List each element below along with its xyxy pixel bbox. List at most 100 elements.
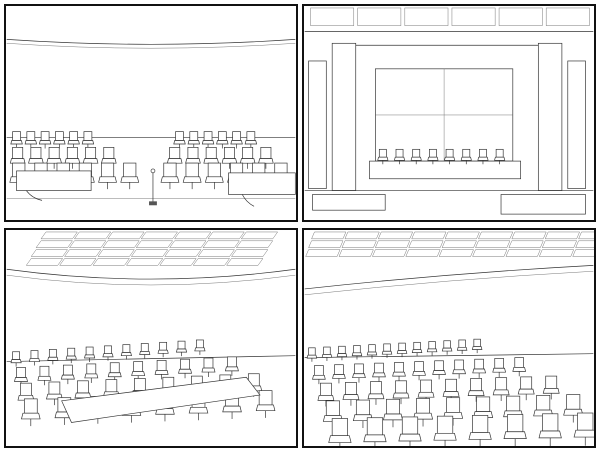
ceiling-coffer bbox=[544, 231, 580, 240]
ceiling-coffer bbox=[69, 240, 107, 248]
chair-seat bbox=[185, 158, 201, 164]
ceiling-coffer bbox=[408, 240, 444, 248]
ceiling-coffer bbox=[107, 231, 145, 240]
chair-seat bbox=[351, 352, 363, 357]
chair-seat bbox=[84, 354, 96, 359]
chair-seat bbox=[382, 413, 404, 421]
chair-seat bbox=[67, 140, 80, 145]
chair-seat bbox=[427, 156, 439, 161]
chair-seat bbox=[188, 406, 209, 414]
ceiling-coffer bbox=[444, 231, 480, 240]
chair-back bbox=[109, 362, 120, 374]
chair-seat bbox=[47, 356, 59, 361]
chair-back bbox=[232, 131, 241, 141]
chair-back bbox=[320, 382, 332, 396]
chair-back bbox=[445, 378, 457, 392]
chair-back bbox=[378, 148, 387, 158]
chair-back bbox=[16, 367, 26, 378]
ceiling-coffer bbox=[235, 240, 274, 248]
ceiling-curve-inner bbox=[6, 274, 296, 286]
chair-back bbox=[69, 131, 78, 141]
chair-seat bbox=[517, 388, 535, 395]
panel-auditorium-front bbox=[4, 4, 298, 222]
ceiling-coffer bbox=[541, 240, 578, 248]
chair-back bbox=[398, 342, 406, 351]
chair-back bbox=[159, 341, 168, 351]
chair-back bbox=[40, 131, 50, 141]
chair-seat bbox=[204, 176, 224, 183]
chair-back bbox=[55, 131, 64, 141]
chair-seat bbox=[160, 176, 180, 183]
chair-back bbox=[134, 378, 146, 391]
ceiling-coffer bbox=[305, 249, 341, 257]
chair-seat bbox=[467, 390, 485, 396]
ceiling-coffer bbox=[478, 231, 514, 240]
chair-seat bbox=[239, 158, 256, 164]
chair-back bbox=[495, 148, 504, 158]
chair-seat bbox=[456, 346, 468, 351]
chair-seat bbox=[471, 346, 483, 350]
chair-seat bbox=[60, 374, 75, 380]
ceiling-coffer bbox=[405, 249, 441, 257]
chair-back bbox=[205, 147, 217, 159]
chair-back bbox=[63, 364, 73, 376]
chair-back bbox=[48, 381, 61, 395]
chair-seat bbox=[9, 158, 26, 164]
chair-seat bbox=[317, 395, 335, 401]
ceiling-coffer bbox=[130, 249, 169, 257]
chair-seat bbox=[258, 158, 274, 164]
chair-back bbox=[12, 351, 20, 360]
auditorium-front-drawing bbox=[6, 39, 296, 207]
ceiling-panel bbox=[451, 7, 496, 26]
ceiling-coffer bbox=[102, 240, 140, 248]
chair-seat bbox=[38, 140, 52, 145]
chair-back bbox=[67, 347, 76, 357]
chair-back bbox=[122, 344, 131, 353]
chair-back bbox=[207, 162, 221, 178]
chair-seat bbox=[336, 353, 348, 357]
chair-seat bbox=[37, 375, 52, 381]
ceiling-coffer bbox=[25, 258, 64, 266]
ceiling-panel bbox=[357, 7, 402, 26]
presidium-chairs bbox=[377, 148, 506, 165]
ceiling-coffer bbox=[505, 249, 541, 257]
chair-seat bbox=[573, 429, 594, 438]
presidium-table bbox=[369, 160, 522, 180]
chair-seat bbox=[166, 158, 183, 164]
chair-seat bbox=[120, 352, 132, 357]
front-desk-left bbox=[312, 194, 386, 211]
chair-seat bbox=[542, 388, 560, 394]
ceiling-panel bbox=[310, 7, 355, 26]
chair-back bbox=[476, 396, 491, 412]
chair-back bbox=[495, 377, 508, 391]
chair-back bbox=[429, 148, 437, 158]
chair-back bbox=[434, 360, 444, 371]
chair-seat bbox=[201, 140, 215, 145]
coffered-ceiling bbox=[305, 231, 594, 257]
ceiling-coffer bbox=[164, 249, 202, 257]
ceiling-curve-inner bbox=[6, 43, 296, 49]
chair-back bbox=[368, 344, 376, 353]
chair-back bbox=[218, 131, 227, 141]
chair-seat bbox=[306, 354, 318, 359]
panel-stage bbox=[302, 4, 596, 222]
chair-seat bbox=[396, 350, 408, 354]
left-wall-panel bbox=[308, 60, 327, 189]
chair-seat bbox=[14, 377, 28, 382]
ceiling-coffer bbox=[511, 231, 547, 240]
chair-seat bbox=[393, 156, 406, 161]
chair-back bbox=[577, 412, 594, 431]
chair-seat bbox=[352, 373, 366, 379]
right-seating-block bbox=[160, 131, 291, 190]
ceiling-coffer bbox=[59, 258, 97, 266]
chair-seat bbox=[442, 391, 460, 397]
chair-back bbox=[169, 147, 181, 159]
chair-seat bbox=[255, 404, 276, 412]
chair-seat bbox=[367, 393, 385, 400]
left-desk bbox=[16, 170, 92, 191]
chair-back bbox=[395, 380, 407, 394]
chair-back bbox=[224, 147, 235, 159]
chair-seat bbox=[328, 435, 352, 443]
chair-back bbox=[246, 131, 256, 141]
ceiling-coffer bbox=[308, 240, 344, 248]
